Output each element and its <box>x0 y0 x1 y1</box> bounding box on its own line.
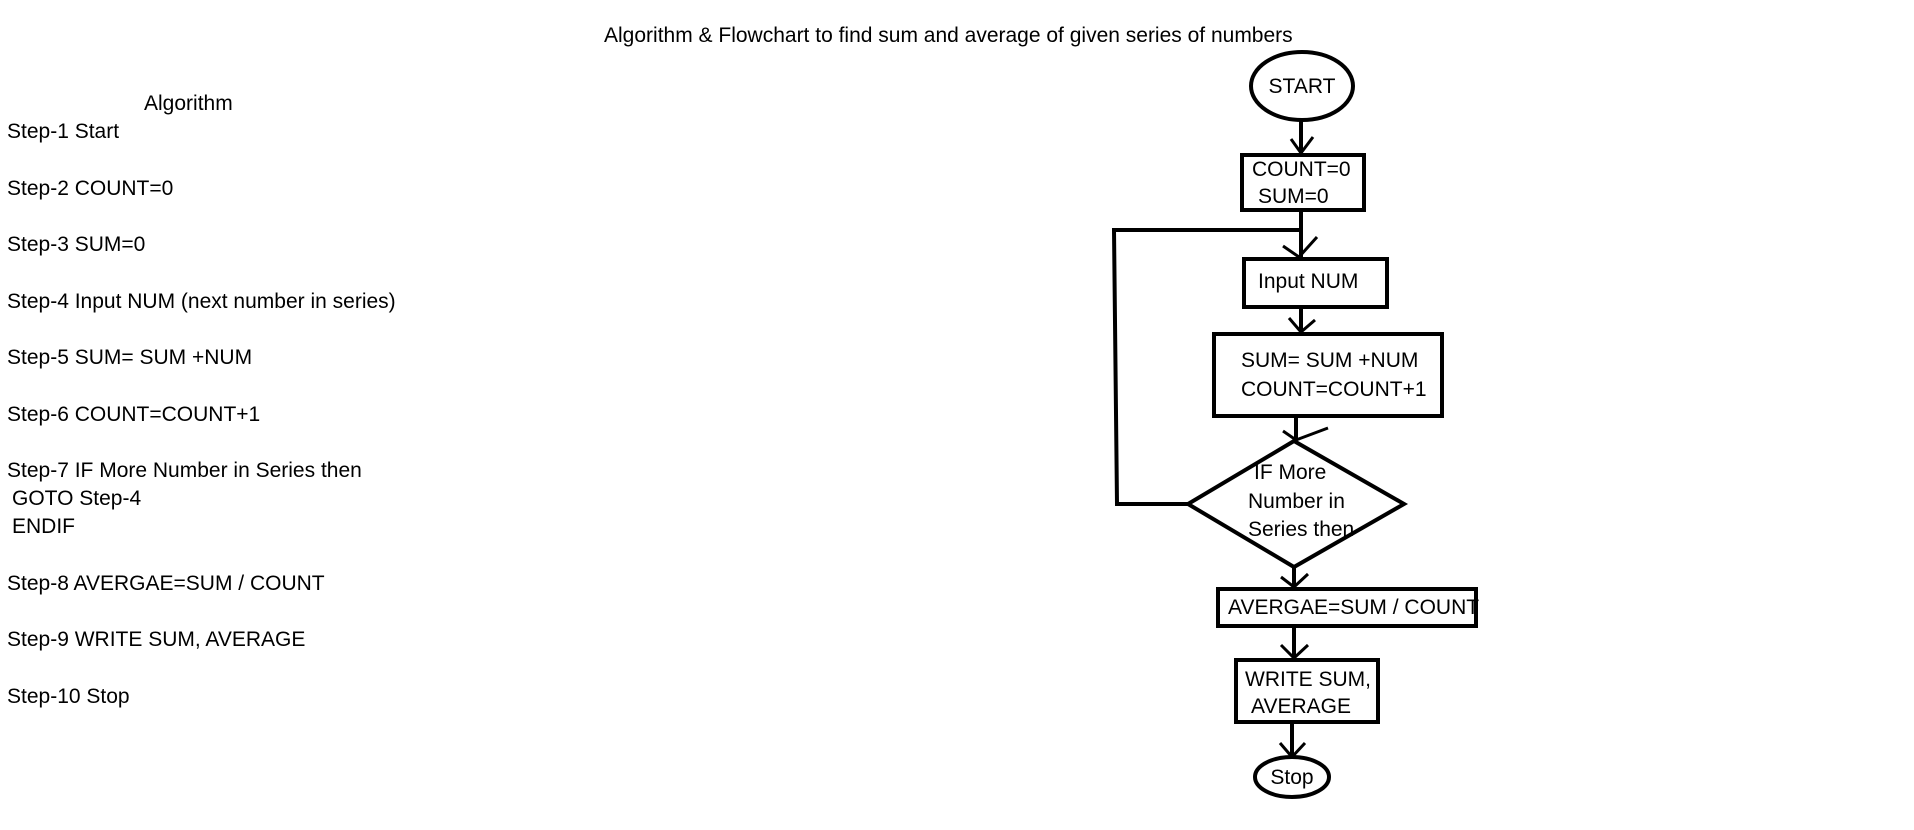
page-title: Algorithm & Flowchart to find sum and av… <box>604 24 1293 47</box>
algorithm-heading: Algorithm <box>144 92 233 115</box>
stop-label: Stop <box>1270 766 1313 789</box>
output-line-2: AVERAGE <box>1251 695 1351 718</box>
algorithm-step-7: Step-7 IF More Number in Series then <box>7 459 362 482</box>
process-box <box>1212 332 1444 418</box>
algorithm-step-10: Step-10 Stop <box>7 685 130 708</box>
start-label: START <box>1269 75 1336 98</box>
input-label: Input NUM <box>1258 270 1358 293</box>
algorithm-step-4: Step-4 Input NUM (next number in series) <box>7 290 396 313</box>
algorithm-step-9: Step-9 WRITE SUM, AVERAGE <box>7 628 306 651</box>
input-box <box>1242 257 1389 309</box>
loop-back-line <box>1111 228 1301 506</box>
average-label: AVERGAE=SUM / COUNT <box>1228 596 1479 619</box>
average-box <box>1216 587 1478 628</box>
process-sum-label: SUM= SUM +NUM <box>1241 349 1418 372</box>
algorithm-step-1: Step-1 Start <box>7 120 120 143</box>
algorithm-step-7-goto: GOTO Step-4 <box>12 487 142 510</box>
algorithm-step-2: Step-2 COUNT=0 <box>7 177 174 200</box>
output-box <box>1234 658 1380 724</box>
init-sum-label: SUM=0 <box>1258 185 1329 208</box>
process-count-label: COUNT=COUNT+1 <box>1241 378 1427 401</box>
arrowhead-decision <box>1282 426 1329 442</box>
stop-terminal <box>1253 755 1331 799</box>
algorithm-step-8: Step-8 AVERGAE=SUM / COUNT <box>7 572 325 595</box>
algorithm-step-3: Step-3 SUM=0 <box>7 233 146 256</box>
init-count-label: COUNT=0 <box>1252 158 1351 181</box>
output-line-1: WRITE SUM, <box>1245 668 1371 691</box>
algorithm-step-7-endif: ENDIF <box>12 515 75 538</box>
decision-line-1: IF More <box>1254 461 1326 484</box>
algorithm-step-6: Step-6 COUNT=COUNT+1 <box>7 403 261 426</box>
decision-line-2: Number in <box>1248 490 1345 513</box>
decision-line-3: Series then <box>1248 518 1354 541</box>
algorithm-step-5: Step-5 SUM= SUM +NUM <box>7 346 253 369</box>
